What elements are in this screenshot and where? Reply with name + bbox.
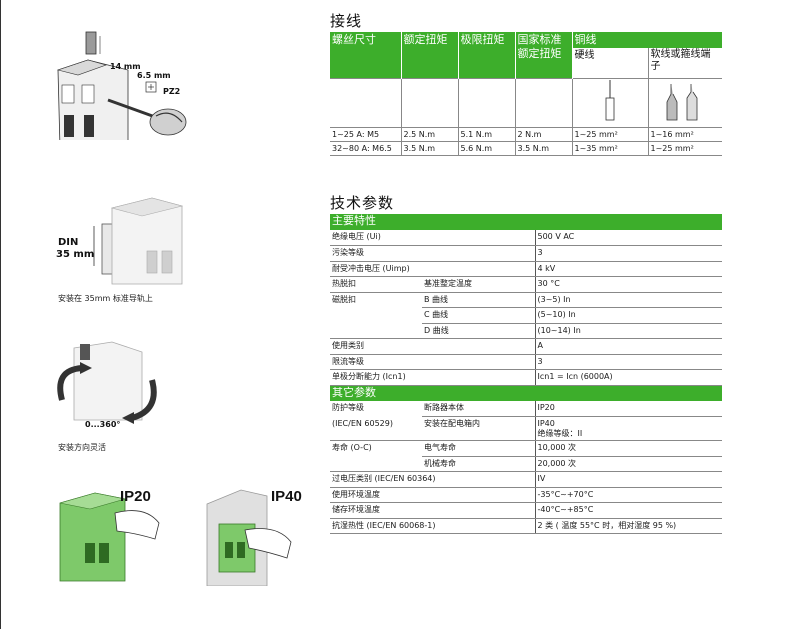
utilization-category-value: A — [534, 338, 722, 355]
wiring-illustration — [56, 31, 187, 140]
tech-table: 主要特性 绝缘电压 (Ui) 500 V AC 污染等级 3 耐受冲击电压 (U… — [330, 214, 722, 534]
storage-temp-value: -40°C~+85°C — [534, 502, 722, 519]
wiring-row2-screw: 32~80 A: M6.5 — [330, 141, 402, 156]
ip40-label: IP40 — [271, 488, 302, 505]
magnetic-d-curve: D 曲线 — [422, 323, 535, 339]
magnetic-b-curve: B 曲线 — [422, 292, 535, 308]
wiring-row1-national: 2 N.m — [515, 126, 573, 142]
overvoltage-category-value: IV — [534, 471, 722, 488]
breaking-capacity-value: Icn1 = Icn (6000A) — [534, 369, 722, 386]
electrical-life-sub: 电气寿命 — [422, 440, 535, 457]
din-size-label: 35 mm — [56, 249, 95, 260]
screwdriver-type-label: PZ2 — [163, 87, 181, 96]
ip20-label: IP20 — [120, 488, 151, 505]
damp-heat-label: 抗湿热性 (IEC/EN 60068-1) — [330, 518, 535, 534]
wiring-row1-screw: 1~25 A: M5 — [330, 126, 402, 142]
pollution-degree-label: 污染等级 — [330, 245, 535, 262]
insulation-voltage-label: 绝缘电压 (Ui) — [330, 230, 535, 246]
screwdriver-size-label: 6.5 mm — [137, 71, 171, 80]
electrical-life-value: 10,000 次 — [534, 440, 722, 457]
section-main-features: 主要特性 — [330, 214, 722, 230]
wiring-sub-flexible: 软线或箍线端子 — [648, 48, 722, 78]
magnetic-c-value: (5~10) In — [534, 307, 722, 324]
ferrule-wire-icon — [648, 77, 722, 128]
protection-enclosure-value: IP40 — [537, 419, 555, 428]
operating-temp-label: 使用环境温度 — [330, 487, 535, 503]
impulse-voltage-label: 耐受冲击电压 (Uimp) — [330, 261, 535, 277]
ip20-breaker-illustration — [59, 492, 160, 582]
wiring-header-max-torque: 极限扭矩 — [458, 32, 516, 78]
insulation-voltage-value: 500 V AC — [534, 230, 722, 246]
operating-temp-value: -35°C~+70°C — [534, 487, 722, 503]
wiring-header-copper: 铜线 — [572, 32, 722, 48]
wiring-title: 接线 — [330, 12, 363, 30]
wiring-sub-rigid: 硬线 — [572, 48, 649, 78]
insulation-class-value: 绝缘等级：II — [537, 429, 583, 438]
wiring-row2-max: 5.6 N.m — [458, 141, 516, 156]
section-other-params: 其它参数 — [330, 385, 722, 401]
ip40-enclosure-illustration — [206, 489, 292, 586]
protection-body-sub: 断路器本体 — [422, 401, 535, 417]
din-label: DIN — [58, 237, 79, 248]
thermal-trip-sub: 基准整定温度 — [422, 276, 535, 293]
wiring-row2-national: 3.5 N.m — [515, 141, 573, 156]
tech-title: 技术参数 — [330, 194, 395, 212]
page-left-border — [0, 0, 1, 629]
strip-length-label: 14 mm — [110, 62, 141, 71]
mechanical-life-sub: 机械寿命 — [422, 456, 535, 472]
wiring-table: 螺丝尺寸 额定扭矩 极限扭矩 国家标准额定扭矩 铜线 硬线 软线或箍线端子 1~… — [330, 32, 722, 156]
magnetic-b-value: (3~5) In — [534, 292, 722, 308]
life-label: 寿命 (O-C) — [332, 443, 372, 452]
protection-label: 防护等级 — [332, 403, 364, 412]
wiring-header-national-torque: 国家标准额定扭矩 — [515, 32, 573, 78]
wiring-row1-rigid: 1~25 mm² — [572, 126, 649, 142]
protection-standard-label: (IEC/EN 60529) — [330, 416, 422, 441]
protection-body-value: IP20 — [534, 401, 722, 417]
wiring-row1-rated: 2.5 N.m — [401, 126, 459, 142]
thermal-trip-value: 30 °C — [534, 276, 722, 293]
rotation-caption: 安装方向灵活 — [58, 443, 106, 452]
magnetic-trip-label: 磁脱扣 — [332, 294, 356, 304]
din-rail-illustration — [93, 197, 184, 285]
wiring-row2-rated: 3.5 N.m — [401, 141, 459, 156]
utilization-category-label: 使用类别 — [330, 338, 535, 355]
magnetic-d-value: (10~14) In — [534, 323, 722, 339]
wiring-row1-max: 5.1 N.m — [458, 126, 516, 142]
mechanical-life-value: 20,000 次 — [534, 456, 722, 472]
magnetic-c-curve: C 曲线 — [422, 307, 535, 324]
wiring-header-rated-torque: 额定扭矩 — [401, 32, 459, 78]
limiting-class-label: 限流等级 — [330, 354, 535, 370]
wiring-row2-rigid: 1~35 mm² — [572, 141, 649, 156]
limiting-class-value: 3 — [534, 354, 722, 370]
impulse-voltage-value: 4 kV — [534, 261, 722, 277]
rotation-label: 0...360° — [85, 420, 121, 429]
din-caption: 安装在 35mm 标准导轨上 — [58, 294, 153, 303]
damp-heat-value: 2 类 ( 温度 55°C 时，相对湿度 95 %) — [534, 518, 722, 534]
thermal-trip-label: 热脱扣 — [330, 276, 422, 293]
pollution-degree-value: 3 — [534, 245, 722, 262]
breaking-capacity-label: 单极分断能力 (Icn1) — [330, 369, 535, 386]
wiring-header-screw: 螺丝尺寸 — [330, 32, 402, 78]
overvoltage-category-label: 过电压类别 (IEC/EN 60364) — [330, 471, 535, 488]
rotation-illustration — [57, 341, 157, 424]
wiring-row1-flexible: 1~16 mm² — [648, 126, 722, 142]
rigid-wire-icon — [572, 77, 649, 128]
wiring-row2-flexible: 1~25 mm² — [648, 141, 722, 156]
storage-temp-label: 储存环境温度 — [330, 502, 535, 519]
protection-enclosure-sub: 安装在配电箱内 — [422, 416, 535, 441]
